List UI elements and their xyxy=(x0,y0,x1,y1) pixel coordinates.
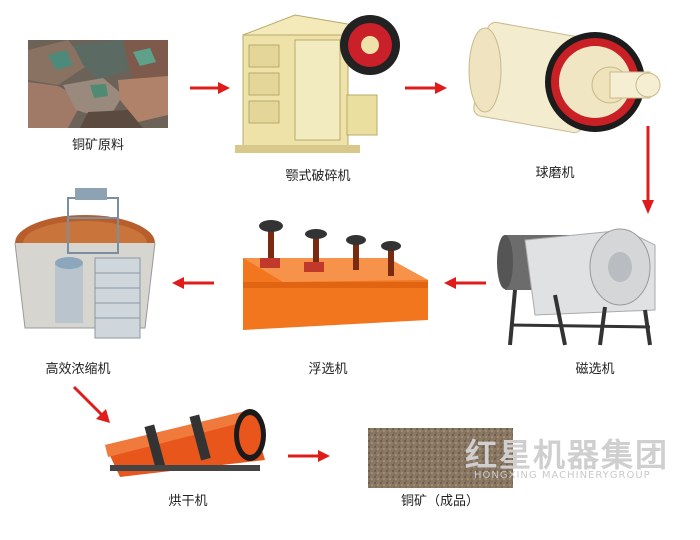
flotation-machine-image xyxy=(238,210,433,340)
raw-ore-label: 铜矿原料 xyxy=(71,138,124,153)
magnetic-separator-label: 磁选机 xyxy=(575,362,615,377)
ball-mill-label: 球磨机 xyxy=(535,166,575,181)
watermark-en: HONGXING MACHINERYGROUP xyxy=(474,470,651,481)
flow-arrow-5 xyxy=(172,277,214,289)
raw-ore-image xyxy=(28,40,168,128)
thickener-label: 高效浓缩机 xyxy=(45,362,111,377)
thickener-image xyxy=(10,188,170,348)
magnetic-separator-image xyxy=(495,215,670,355)
ball-mill-image xyxy=(460,10,665,155)
jaw-crusher-image xyxy=(235,5,400,160)
flow-arrow-6 xyxy=(72,385,110,423)
flow-arrow-7 xyxy=(288,450,330,462)
flow-arrow-3 xyxy=(642,126,654,214)
jaw-crusher-label: 颚式破碎机 xyxy=(285,169,351,184)
rotary-dryer-image xyxy=(100,405,270,480)
rotary-dryer-label: 烘干机 xyxy=(168,494,208,509)
copper-product-label: 铜矿（成品） xyxy=(400,494,479,509)
watermark-cn: 红星机器集团 xyxy=(465,436,670,474)
flotation-machine-label: 浮选机 xyxy=(308,362,348,377)
flow-arrow-1 xyxy=(190,82,230,94)
flow-arrow-4 xyxy=(444,277,486,289)
copper-product-image xyxy=(368,428,513,488)
flow-arrow-2 xyxy=(405,82,447,94)
